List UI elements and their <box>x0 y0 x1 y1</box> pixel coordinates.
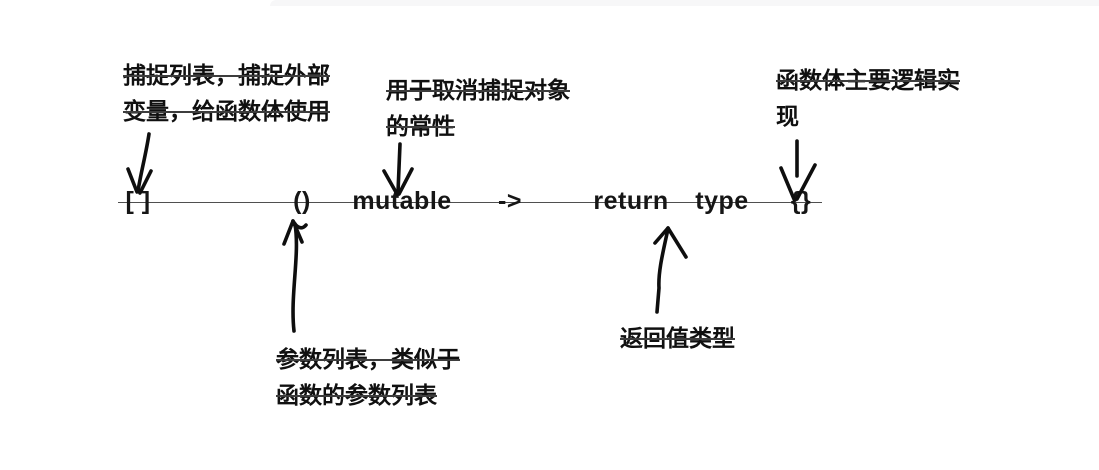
token-type-word: type <box>695 187 749 215</box>
annotation-return-type: 返回值类型 <box>620 320 735 356</box>
token-mutable-keyword: mutable <box>352 187 452 215</box>
annotation-parameter-list-line1: 参数列表，类似于 <box>276 346 460 372</box>
syntax-line <box>118 202 822 203</box>
annotation-mutable-line1: 用于取消捕捉对象 <box>386 77 570 103</box>
top-card-edge <box>270 0 1099 6</box>
annotation-capture-list-line1: 捕捉列表，捕捉外部 <box>123 62 330 88</box>
token-capture-list: [ ] <box>125 187 151 215</box>
arrow-to-parameter-list-icon <box>282 219 308 333</box>
token-return-word: return <box>593 187 669 215</box>
annotation-capture-list: 捕捉列表，捕捉外部 变量，给函数体使用 <box>123 57 330 129</box>
token-arrow-operator: -> <box>498 187 522 215</box>
annotation-capture-list-line2: 变量，给函数体使用 <box>123 98 330 124</box>
annotation-return-type-line1: 返回值类型 <box>620 325 735 351</box>
annotation-function-body: 函数体主要逻辑实 现 <box>776 62 960 134</box>
annotation-mutable-line2: 的常性 <box>386 113 455 139</box>
token-parameter-list: () <box>293 187 311 215</box>
annotation-mutable: 用于取消捕捉对象 的常性 <box>386 72 570 144</box>
annotation-function-body-line2: 现 <box>776 103 799 129</box>
annotation-parameter-list: 参数列表，类似于 函数的参数列表 <box>276 341 460 413</box>
arrow-to-return-type-icon <box>653 226 688 314</box>
annotation-parameter-list-line2: 函数的参数列表 <box>276 382 437 408</box>
annotation-function-body-line1: 函数体主要逻辑实 <box>776 67 960 93</box>
arrow-to-capture-list-icon <box>126 132 153 195</box>
token-function-body: {} <box>790 187 812 215</box>
